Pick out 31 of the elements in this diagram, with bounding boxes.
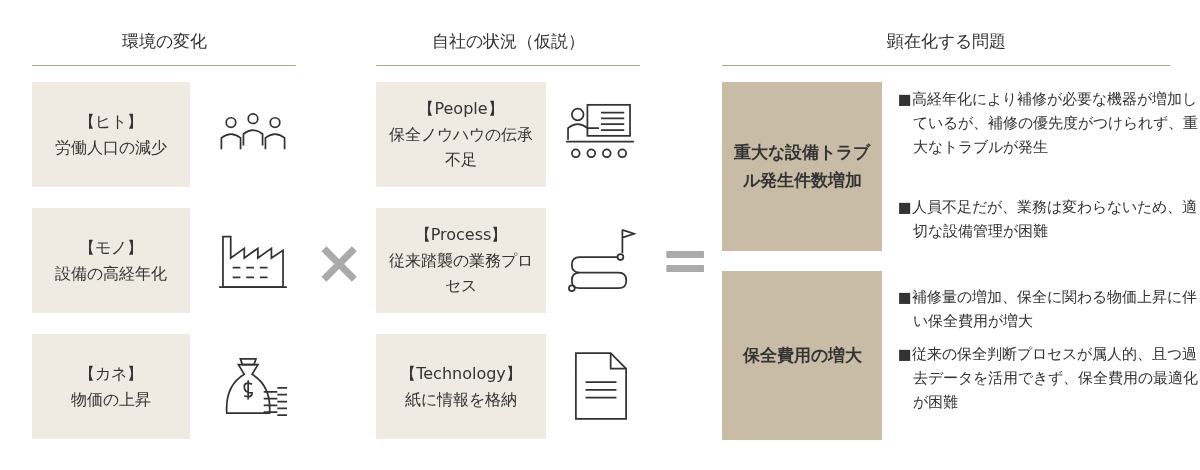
box-heading: 【Technology】: [400, 362, 522, 385]
issue-title: 保全費用の増大: [742, 343, 862, 367]
box-text: 物価の上昇: [71, 388, 151, 411]
factor-box: [376, 334, 546, 439]
box-text: 労働人口の減少: [55, 136, 167, 159]
bullet-text: ■従来の保全判断プロセスが属人的、且つ過去データを活用できず、保全費用の最適化が困難: [898, 345, 1198, 412]
column-heading: 環境の変化: [32, 30, 296, 66]
box-heading: 【モノ】: [79, 236, 143, 259]
box-text: 紙に情報を格納: [405, 388, 517, 411]
factor-box: [32, 208, 190, 313]
equals-sign: =: [660, 230, 711, 290]
bullet-text: ■補修量の増加、保全に関わる物価上昇に伴い保全費用が増大: [898, 288, 1198, 331]
bullet-text: ■人員不足だが、業務は変わらないため、適切な設備管理が困難: [898, 198, 1198, 241]
bullet-text: ■高経年化により補修が必要な機器が増加しているが、補修の優先度がつけられず、重大なトラブルが発生: [898, 90, 1198, 157]
box-text: 保全ノウハウの伝承不足: [388, 123, 534, 172]
column-heading: 自社の状況（仮説）: [376, 30, 640, 66]
factor-box: [376, 82, 546, 187]
issue-box: [722, 82, 882, 251]
box-heading: 【Process】: [414, 224, 508, 247]
box-text: 設備の高経年化: [55, 262, 167, 285]
multiply-sign: ×: [314, 232, 365, 292]
factor-box: [376, 208, 546, 313]
issue-box: [722, 271, 882, 440]
box-text: 従来踏襲の業務プロセス: [388, 249, 534, 298]
factor-box: [32, 334, 190, 439]
box-heading: 【People】: [418, 98, 504, 121]
box-heading: 【カネ】: [79, 362, 143, 385]
column-heading: 顕在化する問題: [722, 30, 1170, 66]
factor-box: [32, 82, 190, 187]
issue-title: 重大な設備トラブル発生件数増加: [733, 141, 872, 192]
box-heading: 【ヒト】: [79, 110, 143, 133]
